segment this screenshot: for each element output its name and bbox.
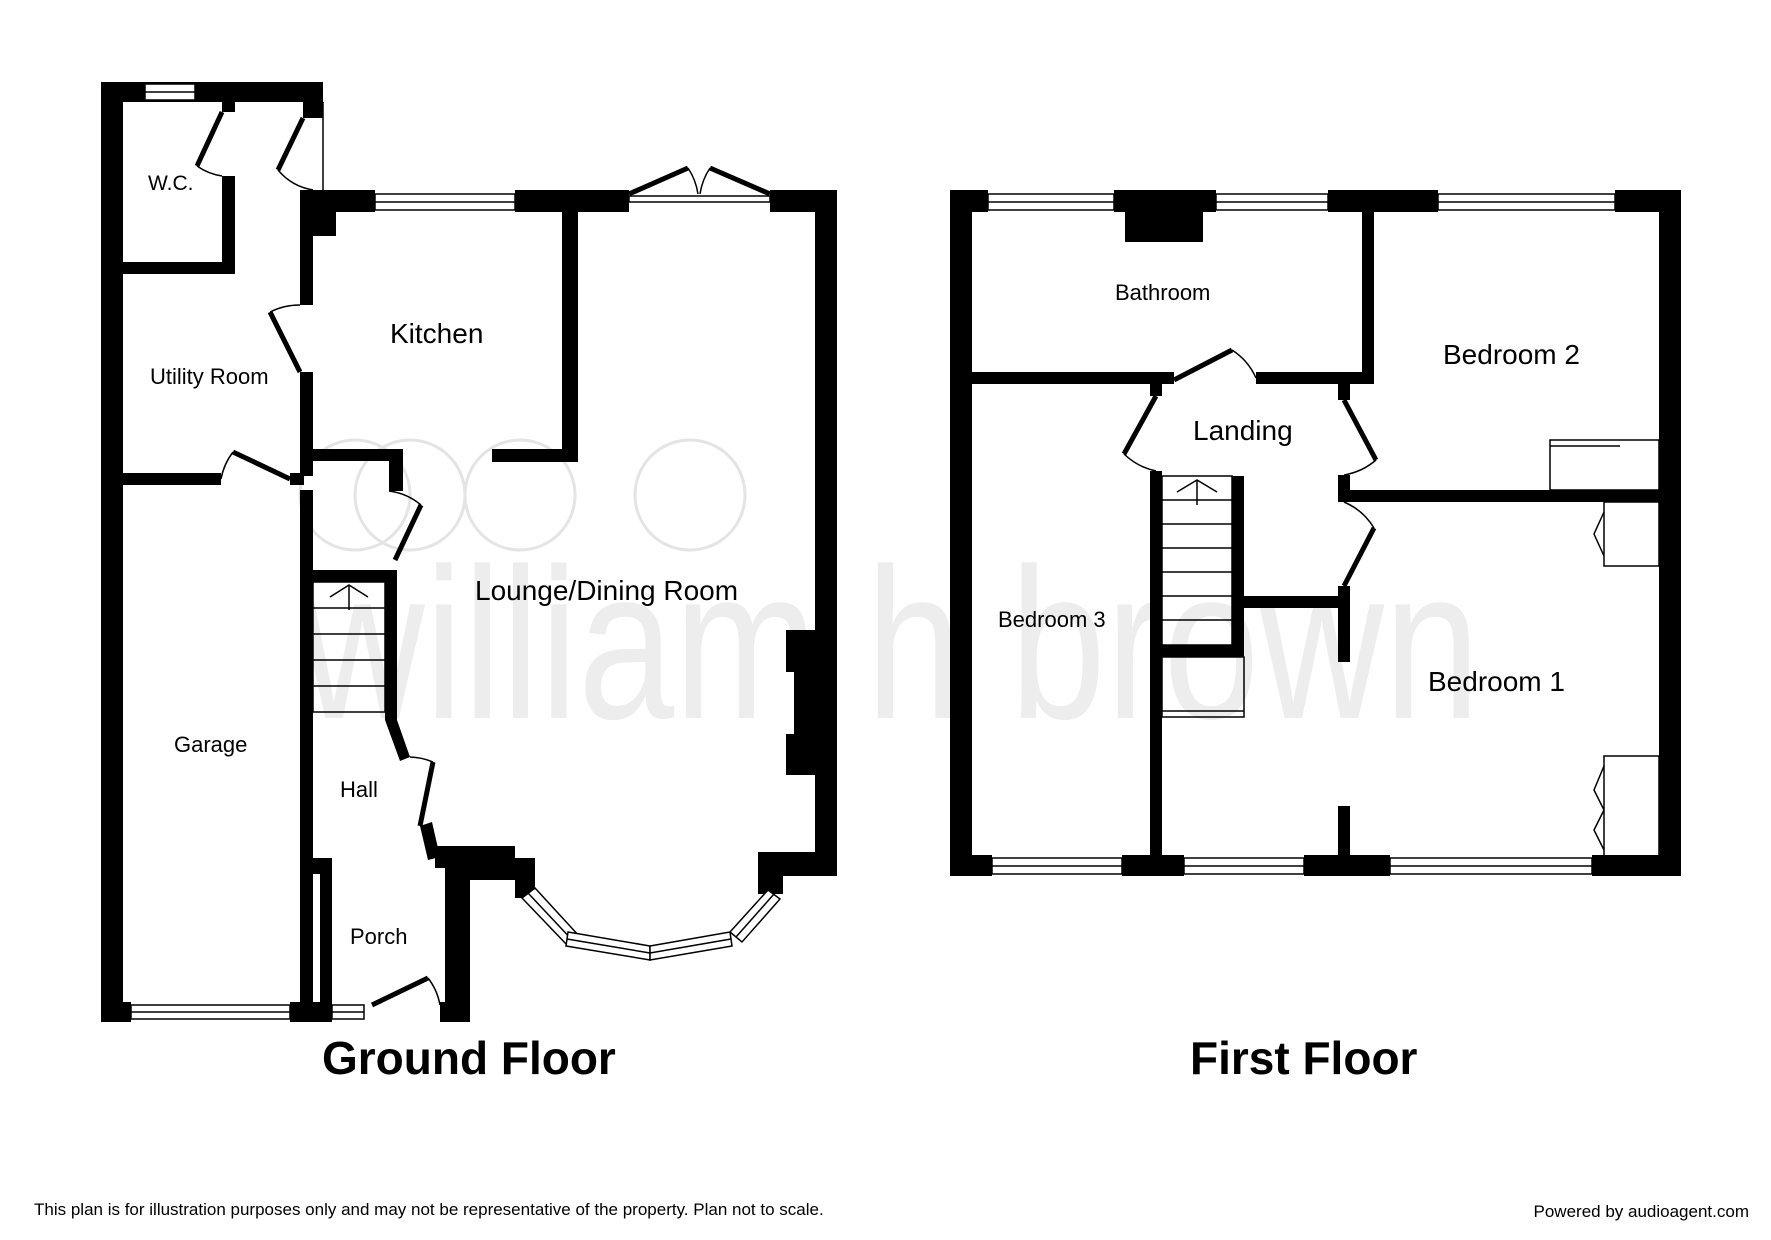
ground-floor-room-labels: W.C. Utility Room Kitchen Lounge/Dining … [148,172,738,949]
room-label-lounge: Lounge/Dining Room [475,575,738,606]
ground-stairs [312,581,386,713]
first-floor-doors [1121,347,1379,588]
room-label-porch: Porch [350,924,407,949]
first-floor-stairs [1161,475,1233,646]
windows [130,83,771,1020]
room-label-landing: Landing [1193,415,1293,446]
room-label-utility: Utility Room [150,364,269,389]
watermark: william h brown [298,438,1480,764]
first-floor-room-labels: Bathroom Bedroom 2 Landing Bedroom 3 Bed… [998,280,1580,697]
credit-text: Powered by audioagent.com [1533,1202,1749,1221]
room-label-bedroom3: Bedroom 3 [998,607,1106,632]
disclaimer-text: This plan is for illustration purposes o… [34,1200,824,1219]
cupboards [1161,439,1660,857]
room-label-hall: Hall [340,777,378,802]
room-label-wc: W.C. [148,172,194,195]
ground-floor-title: Ground Floor [322,1032,616,1084]
ground-floor-plan: W.C. Utility Room Kitchen Lounge/Dining … [101,82,837,1022]
room-label-bedroom1: Bedroom 1 [1428,666,1565,697]
watermark-text: william h brown [299,523,1480,764]
doors [194,102,771,1008]
first-floor-windows [987,193,1616,875]
room-label-kitchen: Kitchen [390,318,483,349]
room-label-bathroom: Bathroom [1115,280,1210,305]
first-floor-plan: Bathroom Bedroom 2 Landing Bedroom 3 Bed… [950,190,1681,876]
room-label-garage: Garage [174,732,247,757]
room-label-bedroom2: Bedroom 2 [1443,339,1580,370]
bay-window [520,886,782,961]
first-floor-title: First Floor [1190,1032,1418,1084]
